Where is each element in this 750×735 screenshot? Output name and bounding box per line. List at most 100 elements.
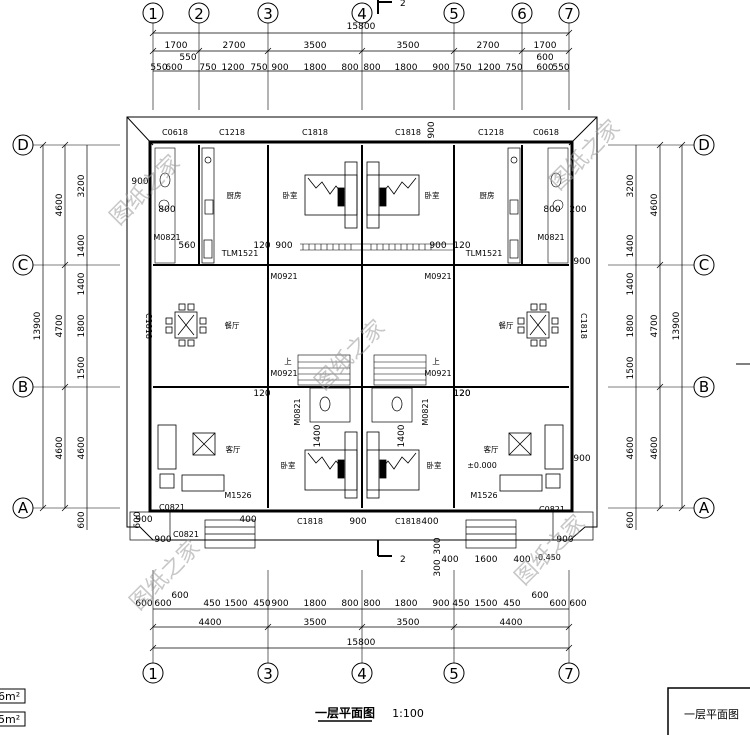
svg-text:1400: 1400 xyxy=(313,424,323,447)
svg-text:1800: 1800 xyxy=(395,63,418,73)
section-mark-bottom xyxy=(377,540,392,557)
svg-text:600: 600 xyxy=(135,599,152,609)
svg-text:450: 450 xyxy=(203,599,220,609)
svg-text:300: 300 xyxy=(433,537,443,554)
svg-text:TLM1521: TLM1521 xyxy=(465,249,503,258)
title-box-text: 一层平面图 xyxy=(684,708,739,721)
svg-text:600: 600 xyxy=(133,511,143,528)
svg-text:M0821: M0821 xyxy=(421,398,430,425)
svg-text:600: 600 xyxy=(626,511,636,528)
room-bedroom-bottom-left: 卧室 xyxy=(281,460,296,470)
interior-walls xyxy=(153,145,569,508)
svg-text:1800: 1800 xyxy=(77,314,87,337)
svg-text:900: 900 xyxy=(427,121,437,138)
top-dimension-row2: 550 600 750 1200 750 900 1800 800 800 18… xyxy=(150,63,569,73)
tlm-labels: TLM1521 TLM1521 xyxy=(221,249,503,258)
axis-lines xyxy=(33,23,694,663)
svg-text:800: 800 xyxy=(341,63,358,73)
svg-text:M0921: M0921 xyxy=(270,272,297,281)
svg-text:800: 800 xyxy=(341,599,358,609)
svg-text:1400: 1400 xyxy=(77,234,87,257)
svg-text:900: 900 xyxy=(271,63,288,73)
svg-text:4600: 4600 xyxy=(55,193,65,216)
window-label: C1218 xyxy=(219,128,245,137)
svg-text:400: 400 xyxy=(441,555,458,565)
svg-text:1400: 1400 xyxy=(397,424,407,447)
room-bedroom-bottom-right: 卧室 xyxy=(427,460,442,470)
stairs-left xyxy=(297,354,351,386)
axis-5-top: 5 xyxy=(449,5,459,23)
svg-text:1400: 1400 xyxy=(626,272,636,295)
svg-text:400: 400 xyxy=(421,517,438,527)
svg-text:120: 120 xyxy=(453,241,470,251)
bed-bottom-right xyxy=(366,431,420,499)
svg-text:450: 450 xyxy=(503,599,520,609)
room-dining-right: 餐厅 xyxy=(499,321,514,330)
window-label: C1818 xyxy=(302,128,328,137)
svg-text:750: 750 xyxy=(454,63,471,73)
title-box xyxy=(667,687,750,735)
axis-1-bottom: 1 xyxy=(148,665,158,683)
svg-text:M1526: M1526 xyxy=(470,491,497,500)
svg-text:图纸之家: 图纸之家 xyxy=(310,315,390,395)
svg-text:900: 900 xyxy=(573,454,590,464)
svg-text:1500: 1500 xyxy=(475,599,498,609)
svg-text:120: 120 xyxy=(453,389,470,399)
dim-top-total: 15800 xyxy=(347,22,376,32)
svg-text:750: 750 xyxy=(250,63,267,73)
stair-up-left: 上 xyxy=(284,357,292,366)
axis-bubbles-left xyxy=(12,134,34,519)
room-dining-left: 餐厅 xyxy=(225,321,240,330)
svg-text:400: 400 xyxy=(513,555,530,565)
svg-text:M0821: M0821 xyxy=(293,398,302,425)
dining-table-right xyxy=(517,303,559,347)
svg-text:900: 900 xyxy=(429,241,446,251)
dim-bottom-3500-left: 3500 xyxy=(304,618,327,628)
svg-text:600: 600 xyxy=(77,511,87,528)
svg-text:3200: 3200 xyxy=(77,174,87,197)
svg-text:300: 300 xyxy=(433,559,443,576)
svg-text:600: 600 xyxy=(171,591,188,601)
axis-D-left: D xyxy=(17,136,29,154)
svg-text:120: 120 xyxy=(453,389,470,399)
svg-text:900: 900 xyxy=(556,535,573,545)
bottom-dimension-lines xyxy=(149,608,573,652)
svg-text:M0921: M0921 xyxy=(424,369,451,378)
svg-text:1500: 1500 xyxy=(225,599,248,609)
area-label-a: 6m² xyxy=(0,690,20,703)
svg-text:M0821: M0821 xyxy=(537,233,564,242)
svg-text:550: 550 xyxy=(150,63,167,73)
svg-text:13900: 13900 xyxy=(672,311,682,340)
svg-text:4700: 4700 xyxy=(650,314,660,337)
svg-text:900: 900 xyxy=(271,599,288,609)
svg-text:600: 600 xyxy=(154,599,171,609)
svg-text:1500: 1500 xyxy=(77,356,87,379)
svg-text:750: 750 xyxy=(505,63,522,73)
axis-D-right: D xyxy=(698,136,710,154)
left-dimension-text: 13900 4600 4700 4600 3200 1400 1400 1800… xyxy=(33,174,87,528)
svg-text:600: 600 xyxy=(569,599,586,609)
bed-bottom-left xyxy=(304,431,358,499)
svg-text:1200: 1200 xyxy=(222,63,245,73)
drawing-scale: 1:100 xyxy=(392,707,424,720)
svg-text:4600: 4600 xyxy=(650,193,660,216)
drawing-title: 一层平面图 xyxy=(315,706,375,720)
axis-C-right: C xyxy=(699,256,709,274)
dim-top-2: 2700 xyxy=(223,41,246,51)
svg-text:13900: 13900 xyxy=(33,311,43,340)
window-label: C0821 xyxy=(173,530,199,539)
window-label: C0618 xyxy=(533,128,559,137)
dining-table-left xyxy=(165,303,207,347)
room-kitchen-left: 厨房 xyxy=(227,190,242,200)
stairs-right xyxy=(373,354,427,386)
axis-7-top: 7 xyxy=(564,5,574,23)
svg-text:1400: 1400 xyxy=(626,234,636,257)
svg-text:M0821: M0821 xyxy=(153,233,180,242)
axis-C-left: C xyxy=(18,256,28,274)
right-dimension-text: 3200 1400 1400 1800 1500 4600 600 4600 4… xyxy=(626,174,682,528)
dim-top-550: 550 xyxy=(179,53,196,63)
window-label: C0821 xyxy=(539,505,565,514)
svg-text:图纸之家: 图纸之家 xyxy=(105,150,185,230)
svg-text:M0921: M0921 xyxy=(424,272,451,281)
svg-text:800: 800 xyxy=(363,599,380,609)
